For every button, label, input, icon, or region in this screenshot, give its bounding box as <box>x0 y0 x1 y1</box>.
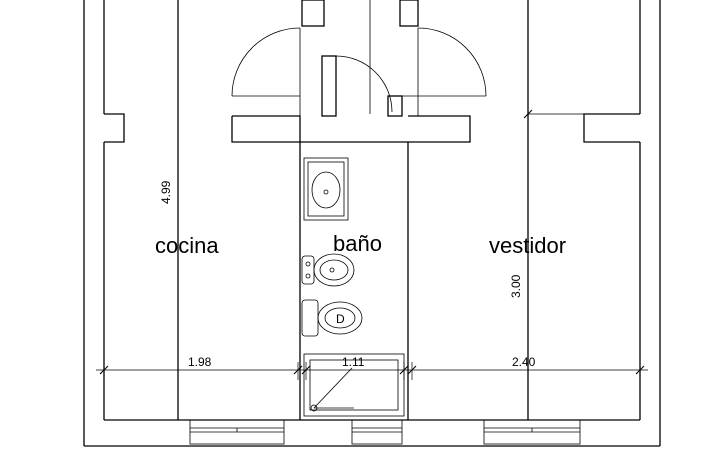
svg-text:D: D <box>336 312 345 326</box>
bidet-icon <box>301 253 355 287</box>
window-bathroom <box>351 419 403 445</box>
dimension-label-kitchen-width: 1.98 <box>188 355 212 369</box>
room-label-kitchen: cocina <box>155 233 219 258</box>
horizontal-dimension-line <box>96 362 648 380</box>
sink-icon <box>303 157 349 221</box>
top-door-jambs <box>301 0 419 114</box>
toilet-icon: D <box>301 299 363 337</box>
dimension-label-dressing-height: 3.00 <box>509 274 523 298</box>
right-door-swing <box>402 27 487 116</box>
room-label-dressing: vestidor <box>489 233 566 258</box>
outer-walls <box>83 0 661 447</box>
dimension-label-kitchen-height: 4.99 <box>159 180 173 204</box>
left-door-swing <box>231 27 301 116</box>
room-label-bathroom: baño <box>333 231 382 256</box>
left-wall-pier <box>104 113 125 143</box>
window-dressing <box>483 419 581 445</box>
dressing-vertical-dimension-line <box>523 109 533 420</box>
dimension-label-dressing-width: 2.40 <box>512 355 536 369</box>
bathroom-door-swing <box>321 55 403 117</box>
shower-icon <box>303 353 405 417</box>
right-wall-pier <box>528 113 640 143</box>
dimension-label-bathroom-width: 1.11 <box>342 355 365 369</box>
bathroom-walls <box>231 115 471 420</box>
window-kitchen <box>189 419 285 445</box>
